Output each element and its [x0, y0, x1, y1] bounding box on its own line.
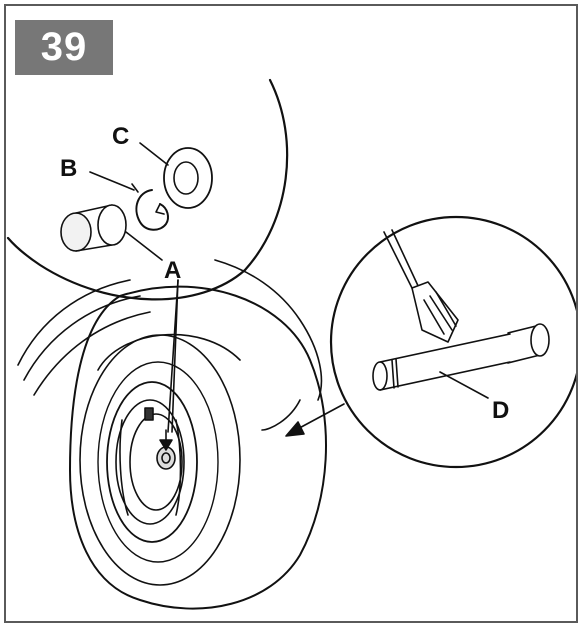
step-number-badge: 39	[15, 20, 113, 75]
callout-d-label: D	[492, 397, 509, 424]
figure-frame	[4, 4, 578, 623]
rear-tire	[69, 259, 327, 610]
detail-circle-right	[285, 215, 576, 469]
detail-circle-left	[6, 78, 289, 433]
callout-c-label: C	[112, 123, 129, 150]
callout-b-label: B	[60, 155, 77, 182]
callout-a-label: A	[164, 257, 181, 284]
fender-lines	[17, 279, 151, 396]
